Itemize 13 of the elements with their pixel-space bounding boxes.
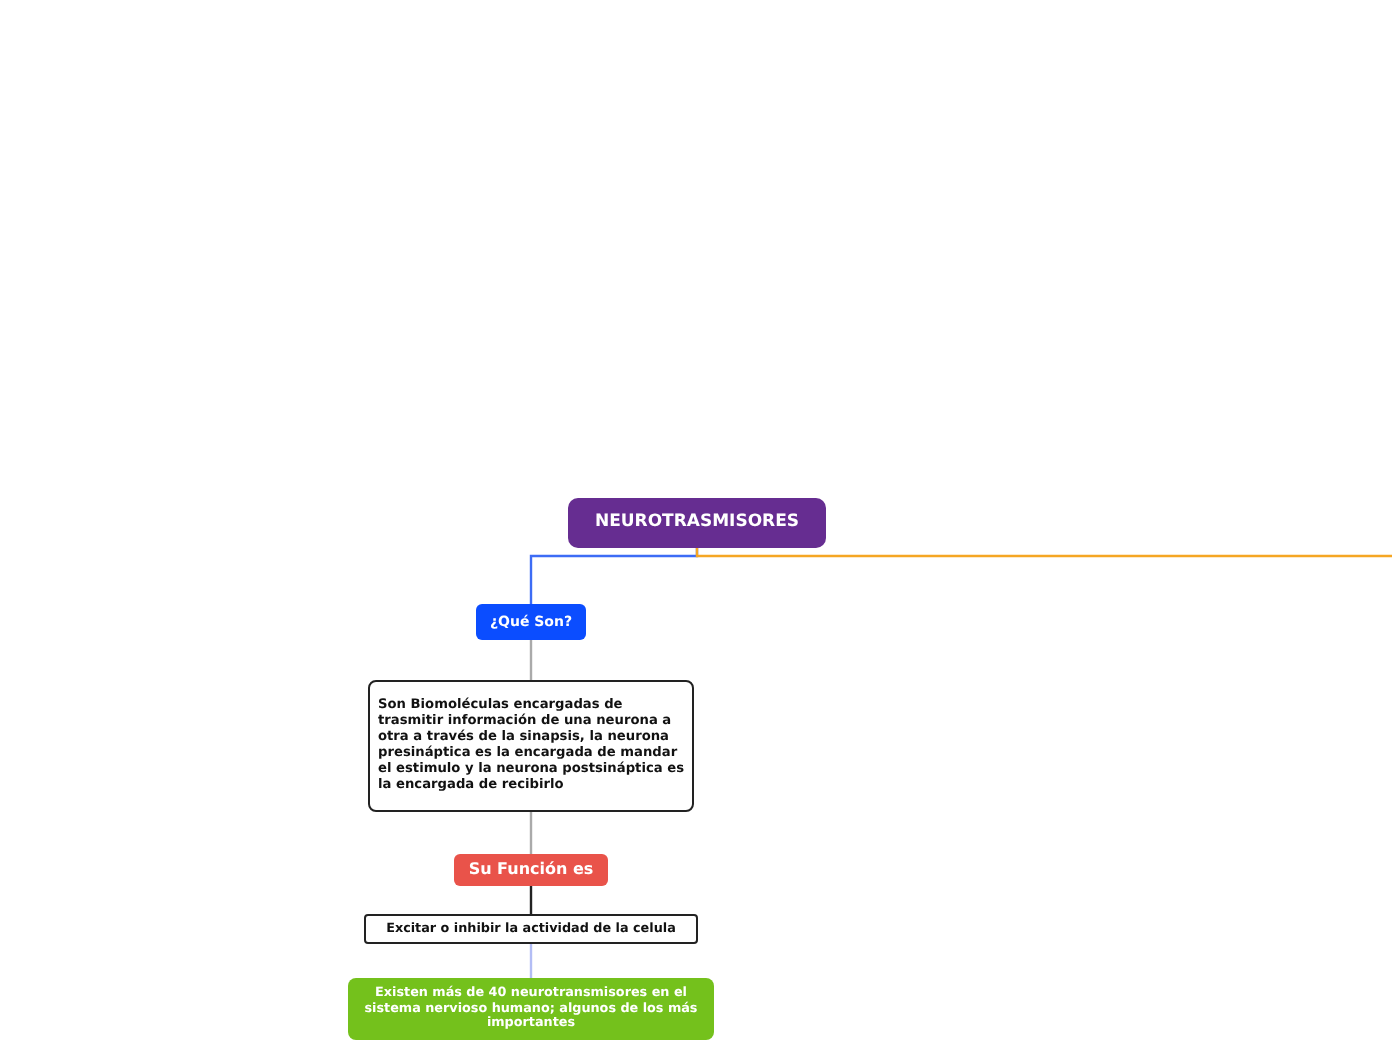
- node-text: NEUROTRASMISORES: [594, 512, 800, 534]
- connector-line: [529, 640, 533, 680]
- function-box: [364, 914, 698, 944]
- topic-box: [568, 498, 826, 548]
- node-text: Su Función es: [468, 860, 594, 880]
- question-box: [476, 604, 586, 640]
- function-box: [454, 854, 608, 886]
- connector-line: [529, 812, 533, 854]
- connector-line: [529, 886, 533, 914]
- connector-line: [695, 548, 1392, 558]
- definition-box: [368, 680, 694, 812]
- info-box: [348, 978, 714, 1040]
- connector-line: [529, 944, 533, 978]
